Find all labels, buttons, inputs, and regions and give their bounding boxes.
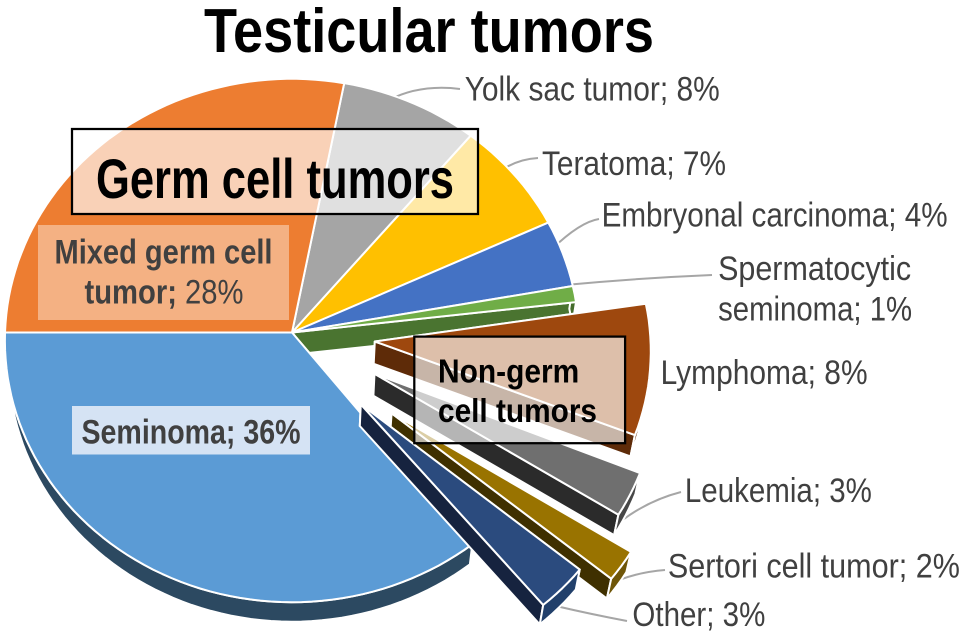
- svg-text:Lymphoma; 8%: Lymphoma; 8%: [661, 354, 868, 392]
- svg-text:Seminoma; 36%: Seminoma; 36%: [82, 414, 301, 452]
- svg-text:Mixed germ cell: Mixed germ cell: [55, 234, 273, 272]
- svg-text:tumor; 28%: tumor; 28%: [85, 273, 244, 311]
- svg-text:Germ cell tumors: Germ cell tumors: [96, 147, 454, 210]
- svg-text:Non-germ: Non-germ: [438, 353, 579, 390]
- svg-text:Teratoma; 7%: Teratoma; 7%: [542, 145, 726, 183]
- svg-text:Testicular tumors: Testicular tumors: [204, 0, 654, 66]
- svg-text:Embryonal carcinoma; 4%: Embryonal carcinoma; 4%: [602, 197, 948, 235]
- svg-text:seminoma; 1%: seminoma; 1%: [718, 290, 912, 328]
- svg-text:cell tumors: cell tumors: [438, 392, 597, 429]
- svg-text:Leukemia; 3%: Leukemia; 3%: [685, 472, 872, 510]
- svg-text:Sertori cell tumor; 2%: Sertori cell tumor; 2%: [668, 548, 960, 586]
- svg-text:Yolk sac tumor; 8%: Yolk sac tumor; 8%: [465, 70, 720, 108]
- svg-text:Spermatocytic: Spermatocytic: [718, 250, 911, 288]
- svg-text:Other; 3%: Other; 3%: [632, 596, 765, 634]
